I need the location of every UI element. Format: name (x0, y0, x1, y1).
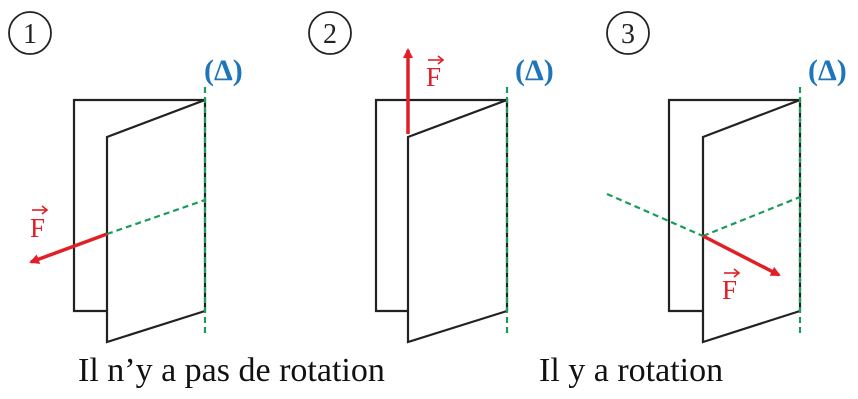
panel-2: 2 (Δ) F (308, 11, 554, 344)
force-label: F (426, 62, 441, 92)
force-line-of-action (106, 198, 206, 236)
force-vector-arrowtip (41, 205, 49, 215)
panel-number: 1 (23, 19, 37, 50)
force-arrow (29, 232, 108, 264)
door-leaf (406, 98, 509, 344)
door-leaf (105, 98, 207, 344)
door-frame (667, 98, 800, 313)
caption-rotation: Il y a rotation (539, 352, 724, 389)
force-label: F (722, 275, 737, 305)
door-frame (72, 98, 205, 313)
caption-no-rotation: Il n’y a pas de rotation (78, 352, 385, 389)
force-arrow (702, 234, 781, 277)
door-reference-line (702, 195, 801, 238)
force-label: F (30, 213, 45, 243)
panel-number-circle (308, 11, 352, 55)
panel-1: 1 (Δ) F (8, 11, 243, 344)
panel-number: 2 (323, 19, 337, 50)
axis-label: (Δ) (204, 54, 243, 87)
axis-label: (Δ) (515, 54, 554, 87)
panel-number-circle (8, 11, 52, 55)
panel-number: 3 (621, 19, 635, 50)
force-line-of-action (606, 192, 704, 238)
door-frame (374, 98, 507, 313)
panel-3: 3 (Δ) F (606, 11, 847, 344)
panel-number-circle (606, 11, 650, 55)
axis-label: (Δ) (808, 54, 847, 87)
door-leaf (701, 98, 802, 344)
force-vector-arrowtip (437, 55, 445, 65)
force-vector-arrowtip (733, 268, 741, 278)
